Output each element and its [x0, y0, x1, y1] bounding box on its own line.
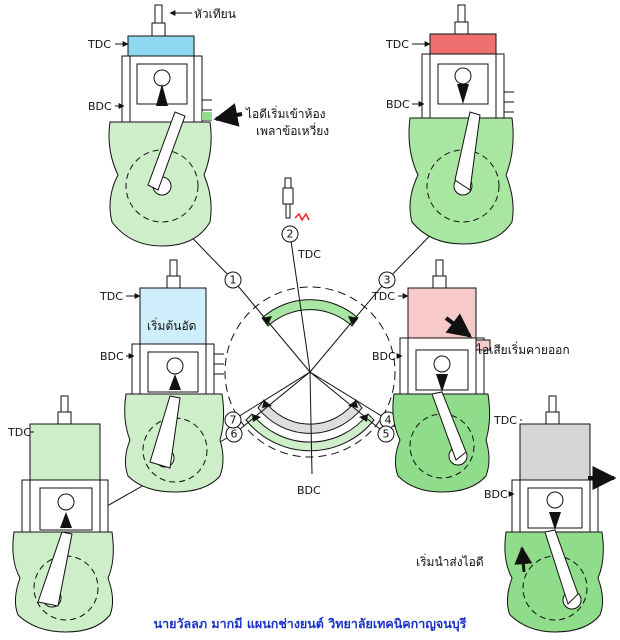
position-5: 5: [377, 425, 395, 443]
svg-text:4: 4: [385, 414, 392, 427]
engine-cs-tdc-label: TDC: [99, 290, 123, 303]
engine-1: [108, 4, 243, 247]
engine-exhaust-start: [392, 259, 491, 493]
position-6: 6: [225, 425, 243, 443]
engine-fl-tdc-label: TDC: [7, 426, 31, 439]
engine-3-tdc-label: TDC: [385, 38, 409, 51]
position-3: 3: [378, 271, 396, 289]
center-bdc-label: BDC: [297, 484, 321, 497]
transfer-start-label: เริ่มนำส่งไอดี: [416, 553, 484, 569]
engine-1-tdc-label: TDC: [87, 38, 111, 51]
position-2: 2: [281, 225, 299, 243]
center-spark-plug-icon: [282, 177, 310, 222]
svg-text:7: 7: [230, 414, 237, 427]
engine-3: [408, 4, 514, 245]
engine-compression-start: [124, 259, 225, 493]
author-credit: นายวัลลภ มากมี แผนกช่างยนต์ วิทยาลัยเทคน…: [154, 616, 467, 632]
center-tdc-label: TDC: [297, 248, 321, 261]
engine-far-left: [12, 395, 114, 633]
engine-ex-tdc-label: TDC: [371, 290, 395, 303]
timing-circle: [224, 286, 396, 458]
engine-1-bdc-label: BDC: [88, 100, 112, 113]
svg-text:6: 6: [231, 428, 238, 441]
intake-to-crankcase-label-1: ไอดีเริ่มเข้าห้อง: [245, 105, 326, 121]
engine-transfer-start: [504, 395, 617, 633]
compression-start-label: เริ่มต้นอัด: [147, 317, 196, 333]
intake-to-crankcase-label-2: เพลาข้อเหวี่ยง: [256, 122, 329, 138]
svg-text:1: 1: [230, 274, 237, 287]
svg-text:3: 3: [384, 274, 391, 287]
engine-ex-bdc-label: BDC: [372, 350, 396, 363]
exhaust-start-label: ไอเสียเริ่มคายออก: [475, 341, 570, 357]
engine-3-bdc-label: BDC: [386, 98, 410, 111]
position-1: 1: [224, 271, 242, 289]
position-7: 7: [224, 411, 242, 429]
spark-plug-label: หัวเทียน: [194, 7, 236, 21]
svg-text:2: 2: [287, 228, 294, 241]
svg-text:5: 5: [383, 428, 390, 441]
engine-tr-bdc-label: BDC: [484, 488, 508, 501]
engine-cs-bdc-label: BDC: [100, 350, 124, 363]
engine-tr-tdc-label: TDC: [493, 414, 517, 427]
